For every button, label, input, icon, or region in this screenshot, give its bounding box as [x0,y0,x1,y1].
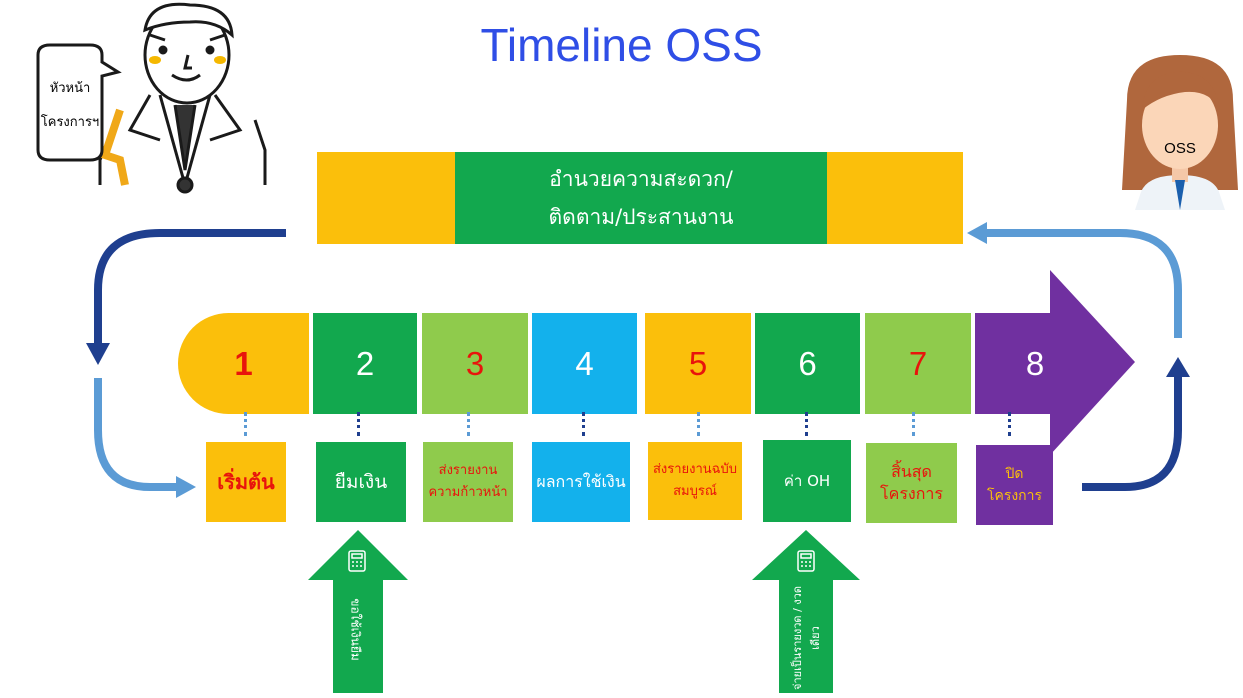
step-6-number: 6 [798,344,817,382]
up-arrow-shape-2 [752,530,860,693]
step-8-box: 8 [975,313,1075,414]
up-arrow-shape-1 [308,530,408,693]
banner-line-2: ติดตาม/ประสานงาน [548,205,734,229]
banner-left-segment [317,152,455,244]
step-3-number: 3 [465,344,485,382]
step-2-box: 2 [313,313,417,414]
connector-8 [1008,412,1011,436]
up-arrow-1-text: ขอใช้เงินยืม [348,598,363,661]
speech-bubble [36,43,122,162]
banner-right-segment [827,152,963,244]
step-5-number: 5 [688,344,708,382]
connector-6 [805,412,808,436]
step-7-number: 7 [908,344,928,382]
step-5-box: 5 [645,313,751,414]
up-arrow-2-text: จ่ายเป็นรายงวด / งวดเดียว [791,586,822,690]
step-6-label: ค่า OH [763,440,851,522]
flow-arrow-left-bottom [94,378,178,491]
connector-4 [582,412,585,436]
connector-2 [357,412,360,436]
connector-7 [912,412,915,436]
flow-arrow-right-top [985,229,1182,338]
calculator-icon [797,550,815,572]
oss-person-illustration [1122,55,1238,210]
coordination-banner: อำนวยความสะดวก/ ติดตาม/ประสานงาน [455,152,827,244]
step-2-number: 2 [355,344,375,382]
step-8-number: 8 [1025,344,1045,382]
connector-5 [697,412,700,436]
page-title: Timeline OSS [480,19,763,71]
step-4-number: 4 [575,344,594,382]
manager-illustration [98,2,267,194]
connector-3 [467,412,470,436]
step-3-label: ส่งรายงานความก้าวหน้า [423,442,513,522]
flow-arrow-right-bottom [1082,375,1182,491]
flow-arrow-left-top [94,229,286,345]
step-5-label: ส่งรายงานฉบับสมบูรณ์ [648,442,742,520]
banner-line-1: อำนวยความสะดวก/ [549,167,733,191]
step-2-label: ยืมเงิน [316,442,406,522]
calculator-icon [348,550,366,572]
step-4-label: ผลการใช้เงิน [532,442,630,522]
bubble-line-1: หัวหน้า [49,81,91,96]
connector-1 [244,412,247,436]
step-8-label: ปิดโครงการ [976,445,1053,525]
oss-label: OSS [1164,140,1196,157]
step-1-number: 1 [234,344,253,382]
step-1-box: 1 [178,313,309,414]
step-6-box: 6 [755,313,860,414]
step-7-box: 7 [865,313,971,414]
step-1-label: เริ่มต้น [206,442,286,522]
step-4-box: 4 [532,313,637,414]
step-3-box: 3 [422,313,528,414]
speech-bubble-text: หัวหน้า โครงการฯ [38,72,102,140]
step-7-label: สิ้นสุดโครงการ [866,443,957,523]
bubble-line-2: โครงการฯ [40,115,100,130]
